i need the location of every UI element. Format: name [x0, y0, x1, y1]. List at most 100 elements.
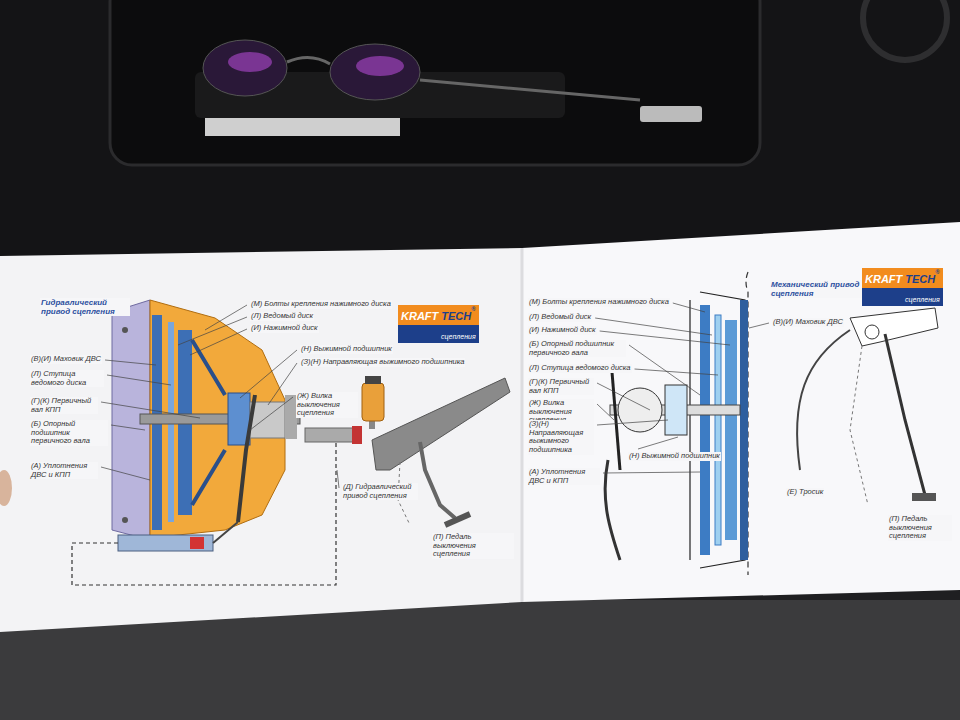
- logo-text: ®: [471, 306, 475, 312]
- logo-bar: сцепления: [398, 325, 479, 343]
- callout-label: (Б) Опорный подшипник первичного вала: [30, 420, 108, 446]
- leader-line: [268, 363, 297, 405]
- tray: [110, 0, 760, 165]
- bolt: [122, 327, 128, 333]
- callout-label: (И) Нажимной диск: [528, 326, 597, 335]
- logo-text: KRAFT: [401, 310, 438, 322]
- leader-line: [101, 402, 200, 418]
- air-vent: [863, 0, 947, 60]
- sunglasses-frame: [287, 57, 640, 100]
- pedal-pad: [912, 493, 936, 501]
- panel-heading: Механический привод сцепления: [770, 280, 864, 298]
- callout-label: (Б) Опорный подшипник первичного вала: [528, 340, 626, 357]
- callout-label: (М) Болты крепления нажимного диска: [528, 298, 670, 307]
- callout-label: (В)(И) Маховик ДВС: [30, 355, 102, 364]
- page-fold: [521, 248, 524, 602]
- callout-label: (Г)(К) Первичный вал КПП: [30, 397, 98, 414]
- logo-text: сцепления: [441, 333, 476, 340]
- housing-outline: [690, 292, 745, 568]
- leader-line: [111, 425, 145, 430]
- gear: [618, 388, 662, 432]
- leader-line: [240, 350, 297, 398]
- logo-text: KRAFT: [865, 273, 902, 285]
- finger: [0, 470, 12, 506]
- cable-sheath: [605, 460, 620, 560]
- leader-line: [629, 345, 700, 395]
- release-fork: [238, 395, 255, 522]
- hydraulic-line: [72, 436, 336, 585]
- leader-line: [250, 397, 293, 430]
- leader-line: [597, 383, 650, 410]
- reservoir-cap: [365, 376, 381, 384]
- leader-line: [178, 317, 247, 345]
- callout-label: (Д) Гидравлический привод сцепления: [342, 483, 418, 500]
- callout-label: (Л) Ведомый диск: [528, 313, 592, 322]
- sunglasses-lens: [330, 44, 420, 100]
- callout-label: (Ж) Вилка выключения сцепления: [296, 392, 358, 418]
- pedal-pad: [445, 514, 470, 525]
- release-fork: [612, 372, 620, 470]
- key: [640, 106, 702, 122]
- leader-line: [597, 420, 668, 425]
- master-cylinder: [305, 428, 360, 442]
- bolt: [122, 517, 128, 523]
- callout-label: (З)(Н) Направляющая выжимного подшипника: [528, 420, 594, 455]
- driven-disc: [715, 315, 721, 545]
- sunglasses-lens: [203, 40, 287, 96]
- slave-cylinder: [118, 535, 213, 551]
- callout-label: (А) Уплотнения ДВС и КПП: [30, 462, 98, 479]
- callout-label: (М) Болты крепления нажимного диска: [250, 300, 392, 309]
- brochure-right-page: [522, 222, 960, 602]
- callout-label: (П) Педаль выключения сцепления: [432, 533, 514, 559]
- leader-line: [597, 404, 614, 420]
- logo-band: KRAFTTECH®: [862, 268, 943, 288]
- flywheel: [740, 300, 748, 560]
- callout-label: (Л) Ступица ведомого диска: [30, 370, 104, 387]
- master-piston: [352, 426, 362, 444]
- lens-glare: [228, 52, 272, 72]
- callout-label: (Е) Тросик: [786, 488, 824, 497]
- logo-text: TECH: [905, 273, 935, 285]
- fluid-reservoir: [362, 383, 384, 421]
- clutch-cable: [797, 330, 850, 470]
- pedal-bracket: [372, 378, 510, 470]
- logo-text: сцепления: [905, 296, 940, 303]
- callout-label: (И) Нажимной диск: [250, 324, 319, 333]
- logo-text: TECH: [441, 310, 471, 322]
- callout-label: (Г)(К) Первичный вал КПП: [528, 378, 594, 395]
- leader-line: [105, 360, 156, 365]
- leader-line: [107, 375, 171, 385]
- lens-glare: [356, 56, 404, 76]
- leader-line: [337, 470, 339, 488]
- pedal-spring: [865, 325, 879, 339]
- logo-bar: сцепления: [862, 288, 943, 306]
- logo-text: ®: [935, 269, 939, 275]
- callout-label: (Л) Ступица ведомого диска: [528, 364, 632, 373]
- brand-logo: KRAFTTECH® сцепления: [862, 268, 943, 306]
- pedal-travel: [850, 346, 868, 505]
- leader-line: [673, 303, 705, 312]
- leader-line: [635, 369, 718, 375]
- leader-line: [638, 437, 678, 449]
- callout-label: (А) Уплотнения ДВС и КПП: [528, 468, 600, 485]
- panel-heading: Гидравлический привод сцепления: [40, 298, 130, 316]
- leader-line: [749, 323, 769, 328]
- callout-label: (Л) Ведомый диск: [250, 312, 314, 321]
- release-bearing: [665, 385, 687, 435]
- leader-line: [101, 467, 150, 480]
- push-rod: [213, 522, 238, 543]
- leader-line: [205, 305, 247, 330]
- callout-label: (Н) Выжимной подшипник: [300, 345, 393, 354]
- leader-line: [603, 472, 700, 473]
- callout-label: (Н) Выжимной подшипник: [628, 452, 721, 461]
- leader-line: [190, 329, 247, 355]
- callout-label: (В)(И) Маховик ДВС: [772, 318, 844, 327]
- callout-label: (З)(Н) Направляющая выжимного подшипника: [300, 358, 465, 367]
- disc-hub: [725, 320, 737, 540]
- booklet: [205, 118, 400, 136]
- pedal-bracket: [850, 308, 938, 346]
- brochure-left-page: [0, 248, 522, 632]
